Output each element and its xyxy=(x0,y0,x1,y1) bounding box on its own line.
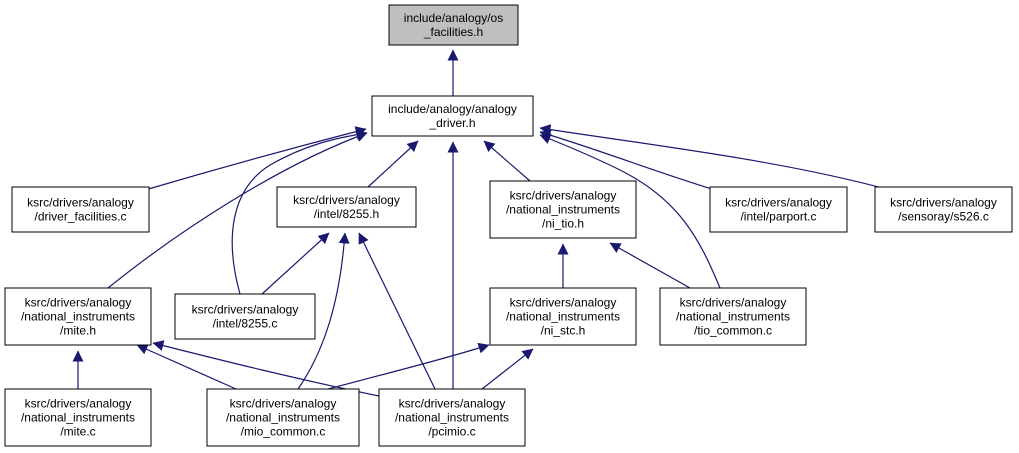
node-label-line: /mite.h xyxy=(60,324,96,338)
node-label-line: ksrc/drivers/analogy xyxy=(25,296,132,310)
node-label-line: /mio_common.c xyxy=(241,425,326,439)
node-label-line: /national_instruments xyxy=(506,203,620,217)
edge-tio_common_c-to-analogy_driver_h xyxy=(539,133,721,289)
node-intel-8255-c[interactable]: ksrc/drivers/analogy/intel/8255.c xyxy=(174,293,316,340)
node-label-line: ksrc/drivers/analogy xyxy=(510,296,617,310)
node-box xyxy=(206,388,360,447)
node-label-line: ksrc/drivers/analogy xyxy=(293,193,400,207)
edge-pcimio_c-to-ni_stc_h xyxy=(481,348,534,390)
node-box xyxy=(4,287,152,346)
node-label-line: ksrc/drivers/analogy xyxy=(192,303,299,317)
node-label-line: /ni_stc.h xyxy=(541,324,586,338)
node-label-line: /national_instruments xyxy=(395,411,509,425)
node-label-line: _facilities.h xyxy=(423,25,483,39)
edge-tio_common_c-to-ni_tio_h xyxy=(609,242,691,289)
node-mio-common-c[interactable]: ksrc/drivers/analogy/national_instrument… xyxy=(206,388,360,447)
edge-mio_common_c-to-ni_stc_h xyxy=(327,342,490,390)
edge-s526_c-to-analogy_driver_h xyxy=(539,124,891,191)
node-label-line: /national_instruments xyxy=(21,411,135,425)
node-analogy-driver-h[interactable]: include/analogy/analogy_driver.h xyxy=(371,95,534,137)
edge-pcimio_c-to-intel_8255_h xyxy=(358,232,436,390)
node-label-line: /tio_common.c xyxy=(694,324,772,338)
node-box xyxy=(388,4,519,46)
node-label-line: ksrc/drivers/analogy xyxy=(890,196,997,210)
node-label-line: /national_instruments xyxy=(676,310,790,324)
edge-intel_8255_h-to-analogy_driver_h xyxy=(367,140,419,188)
edge-ni_tio_h-to-analogy_driver_h xyxy=(483,140,531,182)
node-mite-h[interactable]: ksrc/drivers/analogy/national_instrument… xyxy=(4,287,152,346)
node-box xyxy=(11,186,150,233)
node-label-line: ksrc/drivers/analogy xyxy=(680,296,787,310)
node-box xyxy=(659,287,807,346)
edge-mite_h-to-analogy_driver_h xyxy=(107,131,368,289)
node-box xyxy=(489,180,637,239)
node-driver-facilities-c[interactable]: ksrc/drivers/analogy/driver_facilities.c xyxy=(11,186,150,233)
edge-intel_8255_c-to-analogy_driver_h xyxy=(231,129,368,295)
node-s526-c[interactable]: ksrc/drivers/analogy/sensoray/s526.c xyxy=(874,186,1013,233)
node-box xyxy=(174,293,316,340)
node-box xyxy=(874,186,1013,233)
node-label-line: /national_instruments xyxy=(226,411,340,425)
node-ni-tio-h[interactable]: ksrc/drivers/analogy/national_instrument… xyxy=(489,180,637,239)
node-ni-stc-h[interactable]: ksrc/drivers/analogy/national_instrument… xyxy=(489,287,637,346)
node-box xyxy=(276,186,417,228)
node-os-facilities-h[interactable]: include/analogy/os_facilities.h xyxy=(388,4,519,46)
edge-driver_facilities_c-to-analogy_driver_h xyxy=(144,126,367,191)
node-label-line: ksrc/drivers/analogy xyxy=(27,196,134,210)
node-box xyxy=(371,95,534,137)
node-tio-common-c[interactable]: ksrc/drivers/analogy/national_instrument… xyxy=(659,287,807,346)
node-intel-8255-h[interactable]: ksrc/drivers/analogy/intel/8255.h xyxy=(276,186,417,228)
edges xyxy=(72,49,891,398)
node-label-line: /pcimio.c xyxy=(428,425,475,439)
node-label-line: ksrc/drivers/analogy xyxy=(230,397,337,411)
node-parport-c[interactable]: ksrc/drivers/analogy/intel/parport.c xyxy=(709,186,848,233)
node-box xyxy=(378,388,526,447)
node-label-line: include/analogy/os xyxy=(404,11,503,25)
node-box xyxy=(4,388,152,447)
node-label-line: include/analogy/analogy xyxy=(388,102,517,116)
node-box xyxy=(709,186,848,233)
edge-intel_8255_c-to-intel_8255_h xyxy=(261,232,330,295)
node-box xyxy=(489,287,637,346)
edge-mio_common_c-to-mite_h xyxy=(136,344,237,390)
node-label-line: /national_instruments xyxy=(21,310,135,324)
node-label-line: /intel/8255.h xyxy=(314,207,379,221)
node-label-line: ksrc/drivers/analogy xyxy=(25,397,132,411)
node-label-line: ksrc/drivers/analogy xyxy=(510,189,617,203)
nodes: include/analogy/os_facilities.hinclude/a… xyxy=(4,4,1013,447)
node-label-line: /ni_tio.h xyxy=(542,217,584,231)
node-mite-c[interactable]: ksrc/drivers/analogy/national_instrument… xyxy=(4,388,152,447)
node-label-line: ksrc/drivers/analogy xyxy=(725,196,832,210)
node-label-line: /driver_facilities.c xyxy=(34,210,126,224)
edge-parport_c-to-analogy_driver_h xyxy=(539,129,716,191)
node-label-line: /intel/8255.c xyxy=(213,317,278,331)
node-label-line: /intel/parport.c xyxy=(740,210,816,224)
node-pcimio-c[interactable]: ksrc/drivers/analogy/national_instrument… xyxy=(378,388,526,447)
node-label-line: /sensoray/s526.c xyxy=(898,210,989,224)
node-label-line: _driver.h xyxy=(428,116,475,130)
node-label-line: /mite.c xyxy=(60,425,95,439)
edge-mio_common_c-to-intel_8255_h xyxy=(297,232,350,390)
node-label-line: /national_instruments xyxy=(506,310,620,324)
node-label-line: ksrc/drivers/analogy xyxy=(399,397,506,411)
